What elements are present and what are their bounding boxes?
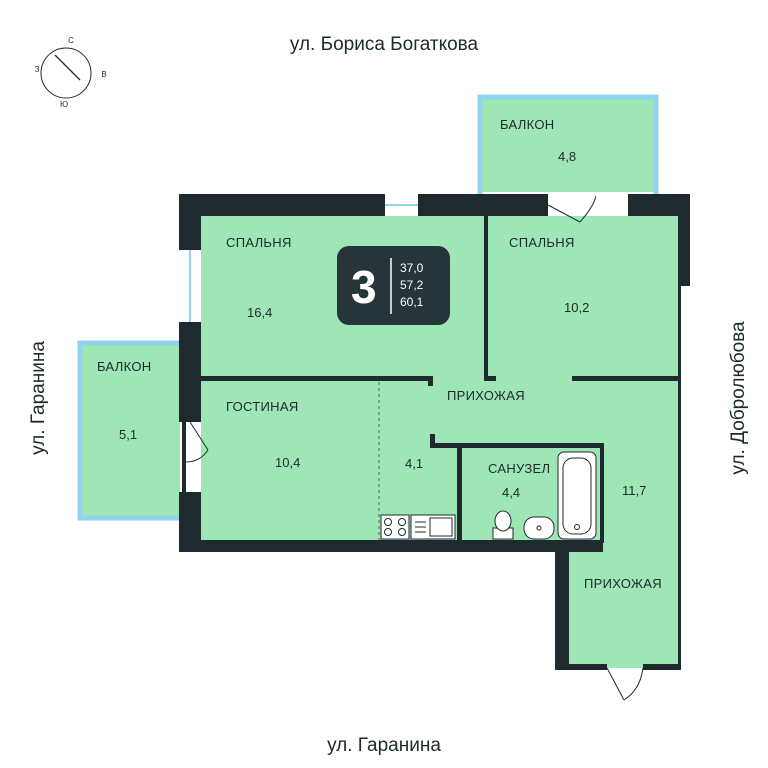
wall-top-mid xyxy=(418,194,548,216)
door-balcony-left-swing xyxy=(185,449,209,463)
wall-top-left xyxy=(179,194,385,216)
room-labels: БАЛКОН 4,8 СПАЛЬНЯ 16,4 СПАЛЬНЯ 10,2 БАЛ… xyxy=(97,117,662,591)
wall-bedroom-divider xyxy=(484,216,488,378)
wall-bath-stub xyxy=(430,434,435,448)
compass-needle xyxy=(54,54,81,81)
bedroom-right-floor xyxy=(485,216,678,378)
balcony-top-area: 4,8 xyxy=(558,149,576,164)
wall-bath-top xyxy=(430,443,603,448)
hall-upper-name: ПРИХОЖАЯ xyxy=(447,388,525,403)
balcony-top-name: БАЛКОН xyxy=(500,117,554,132)
hall-lower-floor xyxy=(569,540,678,668)
bedroom-left-area: 16,4 xyxy=(247,305,272,320)
washbasin-icon xyxy=(523,516,555,540)
compass-rose: С З В Ю xyxy=(35,36,107,109)
wall-left-mid xyxy=(179,322,201,422)
bathroom-name: САНУЗЕЛ xyxy=(488,461,550,476)
street-right: ул. Добролюбова xyxy=(728,321,749,475)
door-entrance-leaf xyxy=(606,667,625,701)
living-room-area: 10,4 xyxy=(275,455,300,470)
living-room-name: ГОСТИНАЯ xyxy=(226,399,299,414)
compass-circle xyxy=(40,47,92,99)
door-entrance-swing xyxy=(623,667,644,701)
toilet-icon xyxy=(492,510,514,540)
bedroom-right-area: 10,2 xyxy=(564,300,589,315)
balcony-left-glazing xyxy=(77,340,179,521)
street-left: ул. Гаранина xyxy=(28,341,49,455)
hall-lower-area: 11,7 xyxy=(622,483,646,498)
balcony-top-glazing xyxy=(477,94,659,194)
wall-left-bottom xyxy=(179,492,201,550)
wall-bedroom-left-bottom xyxy=(201,376,433,381)
wall-right-upper xyxy=(678,194,690,286)
door-balcony-top-jamb xyxy=(596,194,628,216)
wall-bedroom-right-bottom-r xyxy=(572,376,678,381)
compass-west: З xyxy=(35,65,40,74)
bathtub-icon xyxy=(557,451,597,540)
wall-top-right xyxy=(628,194,690,216)
kitchen-area: 4,1 xyxy=(405,456,423,471)
compass-east: В xyxy=(101,70,106,79)
wall-corner-stub xyxy=(428,376,433,386)
room-count: 3 xyxy=(351,261,377,313)
bedroom-left-name: СПАЛЬНЯ xyxy=(226,235,292,250)
living-area: 37,0 xyxy=(400,261,424,275)
bathroom-area: 4,4 xyxy=(502,485,520,500)
wall-bath-left xyxy=(457,443,462,543)
wall-bottom xyxy=(179,540,603,552)
wall-bath-right xyxy=(600,443,604,543)
walls xyxy=(179,194,690,670)
balcony-left-area: 5,1 xyxy=(119,427,137,442)
balcony-glazing xyxy=(77,94,659,521)
door-balcony-top-swing xyxy=(579,195,597,223)
wall-right xyxy=(678,286,681,668)
door-balcony-top-leaf xyxy=(547,204,581,223)
bedroom-right-name: СПАЛЬНЯ xyxy=(509,235,575,250)
full-area: 60,1 xyxy=(400,295,424,309)
street-labels: ул. Бориса Богаткова ул. Гаранина ул. Га… xyxy=(28,34,749,756)
fixtures xyxy=(380,451,597,540)
windows xyxy=(179,194,418,322)
balcony-left-name: БАЛКОН xyxy=(97,359,151,374)
wall-hall-bottom-left xyxy=(555,664,607,670)
total-area: 57,2 xyxy=(400,278,424,292)
stove-icon xyxy=(380,514,410,540)
balcony-left-floor xyxy=(80,344,180,518)
door-balcony-left-leaf xyxy=(189,421,209,451)
street-top: ул. Бориса Богаткова xyxy=(290,34,479,55)
compass-north: С xyxy=(68,36,74,45)
hall-lower-name: ПРИХОЖАЯ xyxy=(584,576,662,591)
wall-hall-bottom-right xyxy=(643,664,681,670)
balcony-top-floor xyxy=(480,96,657,192)
wall-left-thin xyxy=(182,422,186,492)
wall-left-top xyxy=(179,194,201,250)
wall-bedroom-right-bottom-l xyxy=(484,376,496,381)
street-bottom: ул. Гаранина xyxy=(327,735,441,756)
area-badge: 3 37,0 57,2 60,1 xyxy=(337,246,450,325)
compass-south: Ю xyxy=(60,100,68,109)
doors xyxy=(185,194,644,701)
wall-hall-left xyxy=(555,540,569,668)
sink-icon xyxy=(410,514,456,540)
area-badge-bg xyxy=(337,246,450,325)
